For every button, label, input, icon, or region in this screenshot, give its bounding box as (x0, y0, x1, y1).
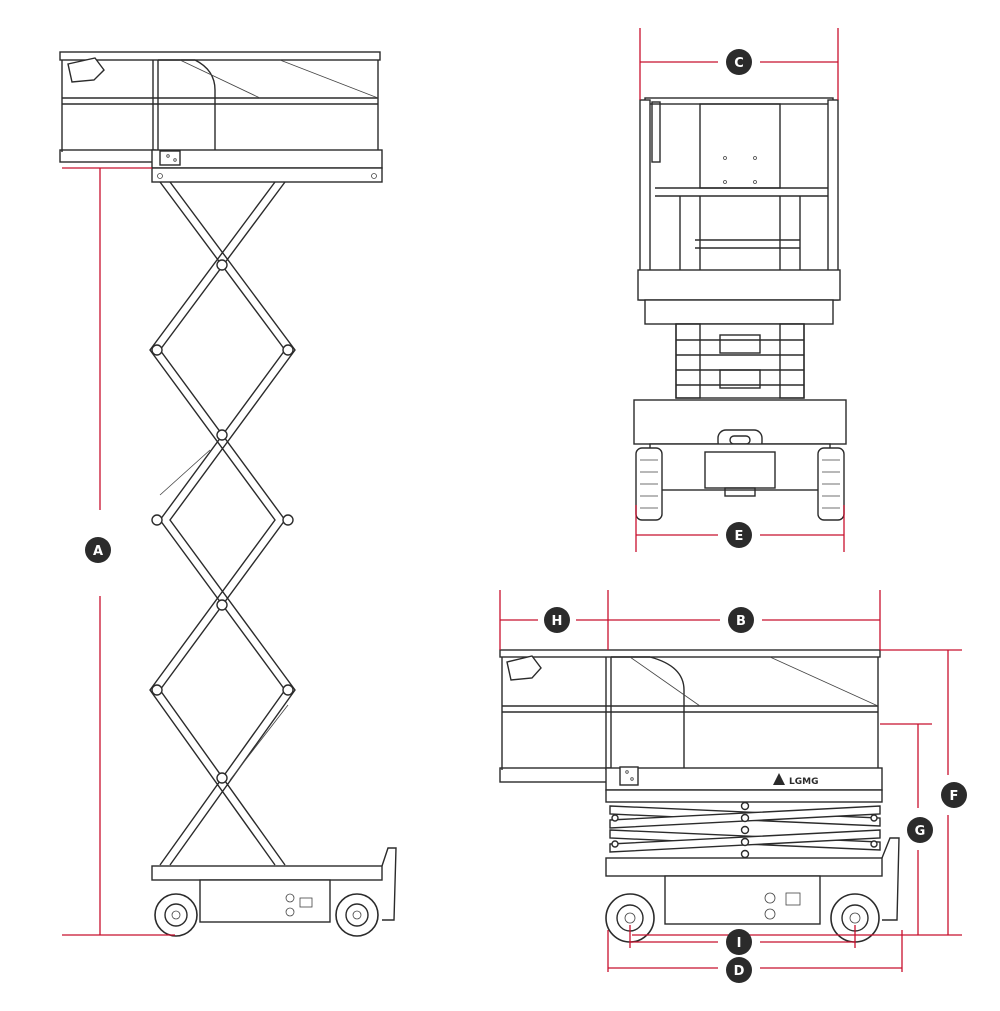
dimension-h: H (499, 590, 609, 650)
dimension-badge-d (726, 957, 752, 983)
platform-stowed: LGMG (499, 649, 883, 803)
dimension-badge-c (726, 49, 752, 75)
dimension-badge-b (728, 607, 754, 633)
dimension-badge-a (85, 537, 111, 563)
dimension-badge-h (544, 607, 570, 633)
brand-logo: LGMG (773, 773, 818, 787)
dimension-label-e: E (735, 529, 744, 544)
dimension-badge-e (726, 522, 752, 548)
chassis-rear (633, 399, 847, 521)
wheel-icon (335, 893, 379, 937)
control-box-icon (506, 655, 542, 681)
dimension-badge-g (907, 817, 933, 843)
side-view-raised: A (59, 51, 397, 937)
dimension-label-b: B (736, 614, 746, 629)
chassis-stowed (605, 837, 900, 943)
dimension-badge-i (726, 929, 752, 955)
dimension-a: A (62, 167, 175, 936)
scissor-stack-raised (149, 181, 296, 866)
dimension-label-h: H (552, 614, 563, 629)
chassis-raised (151, 847, 397, 937)
control-box-icon (67, 57, 105, 83)
dimension-e: E (635, 505, 845, 552)
dimension-c: C (639, 28, 839, 100)
dimension-b: B (608, 590, 881, 650)
wheel-icon (154, 893, 198, 937)
dimension-label-i: I (737, 936, 742, 951)
dimension-g: G (880, 723, 933, 935)
rear-view: C E (633, 28, 847, 552)
scissor-stack-rear (675, 323, 805, 399)
platform-rear (637, 97, 841, 325)
brand-mark: LGMG (789, 777, 818, 787)
platform-raised (59, 51, 383, 183)
dimension-d: D (607, 930, 903, 983)
dimension-i: I (629, 925, 856, 955)
scissor-stack-stowed (609, 801, 881, 859)
dimension-label-c: C (734, 56, 744, 71)
side-view-stowed: LGMG (499, 590, 967, 983)
dimension-label-a: A (93, 544, 103, 559)
dimension-label-f: F (950, 789, 959, 804)
dimension-label-d: D (734, 964, 745, 979)
dimension-label-g: G (915, 824, 926, 839)
dimension-f: F (632, 649, 967, 936)
dimension-badge-f (941, 782, 967, 808)
